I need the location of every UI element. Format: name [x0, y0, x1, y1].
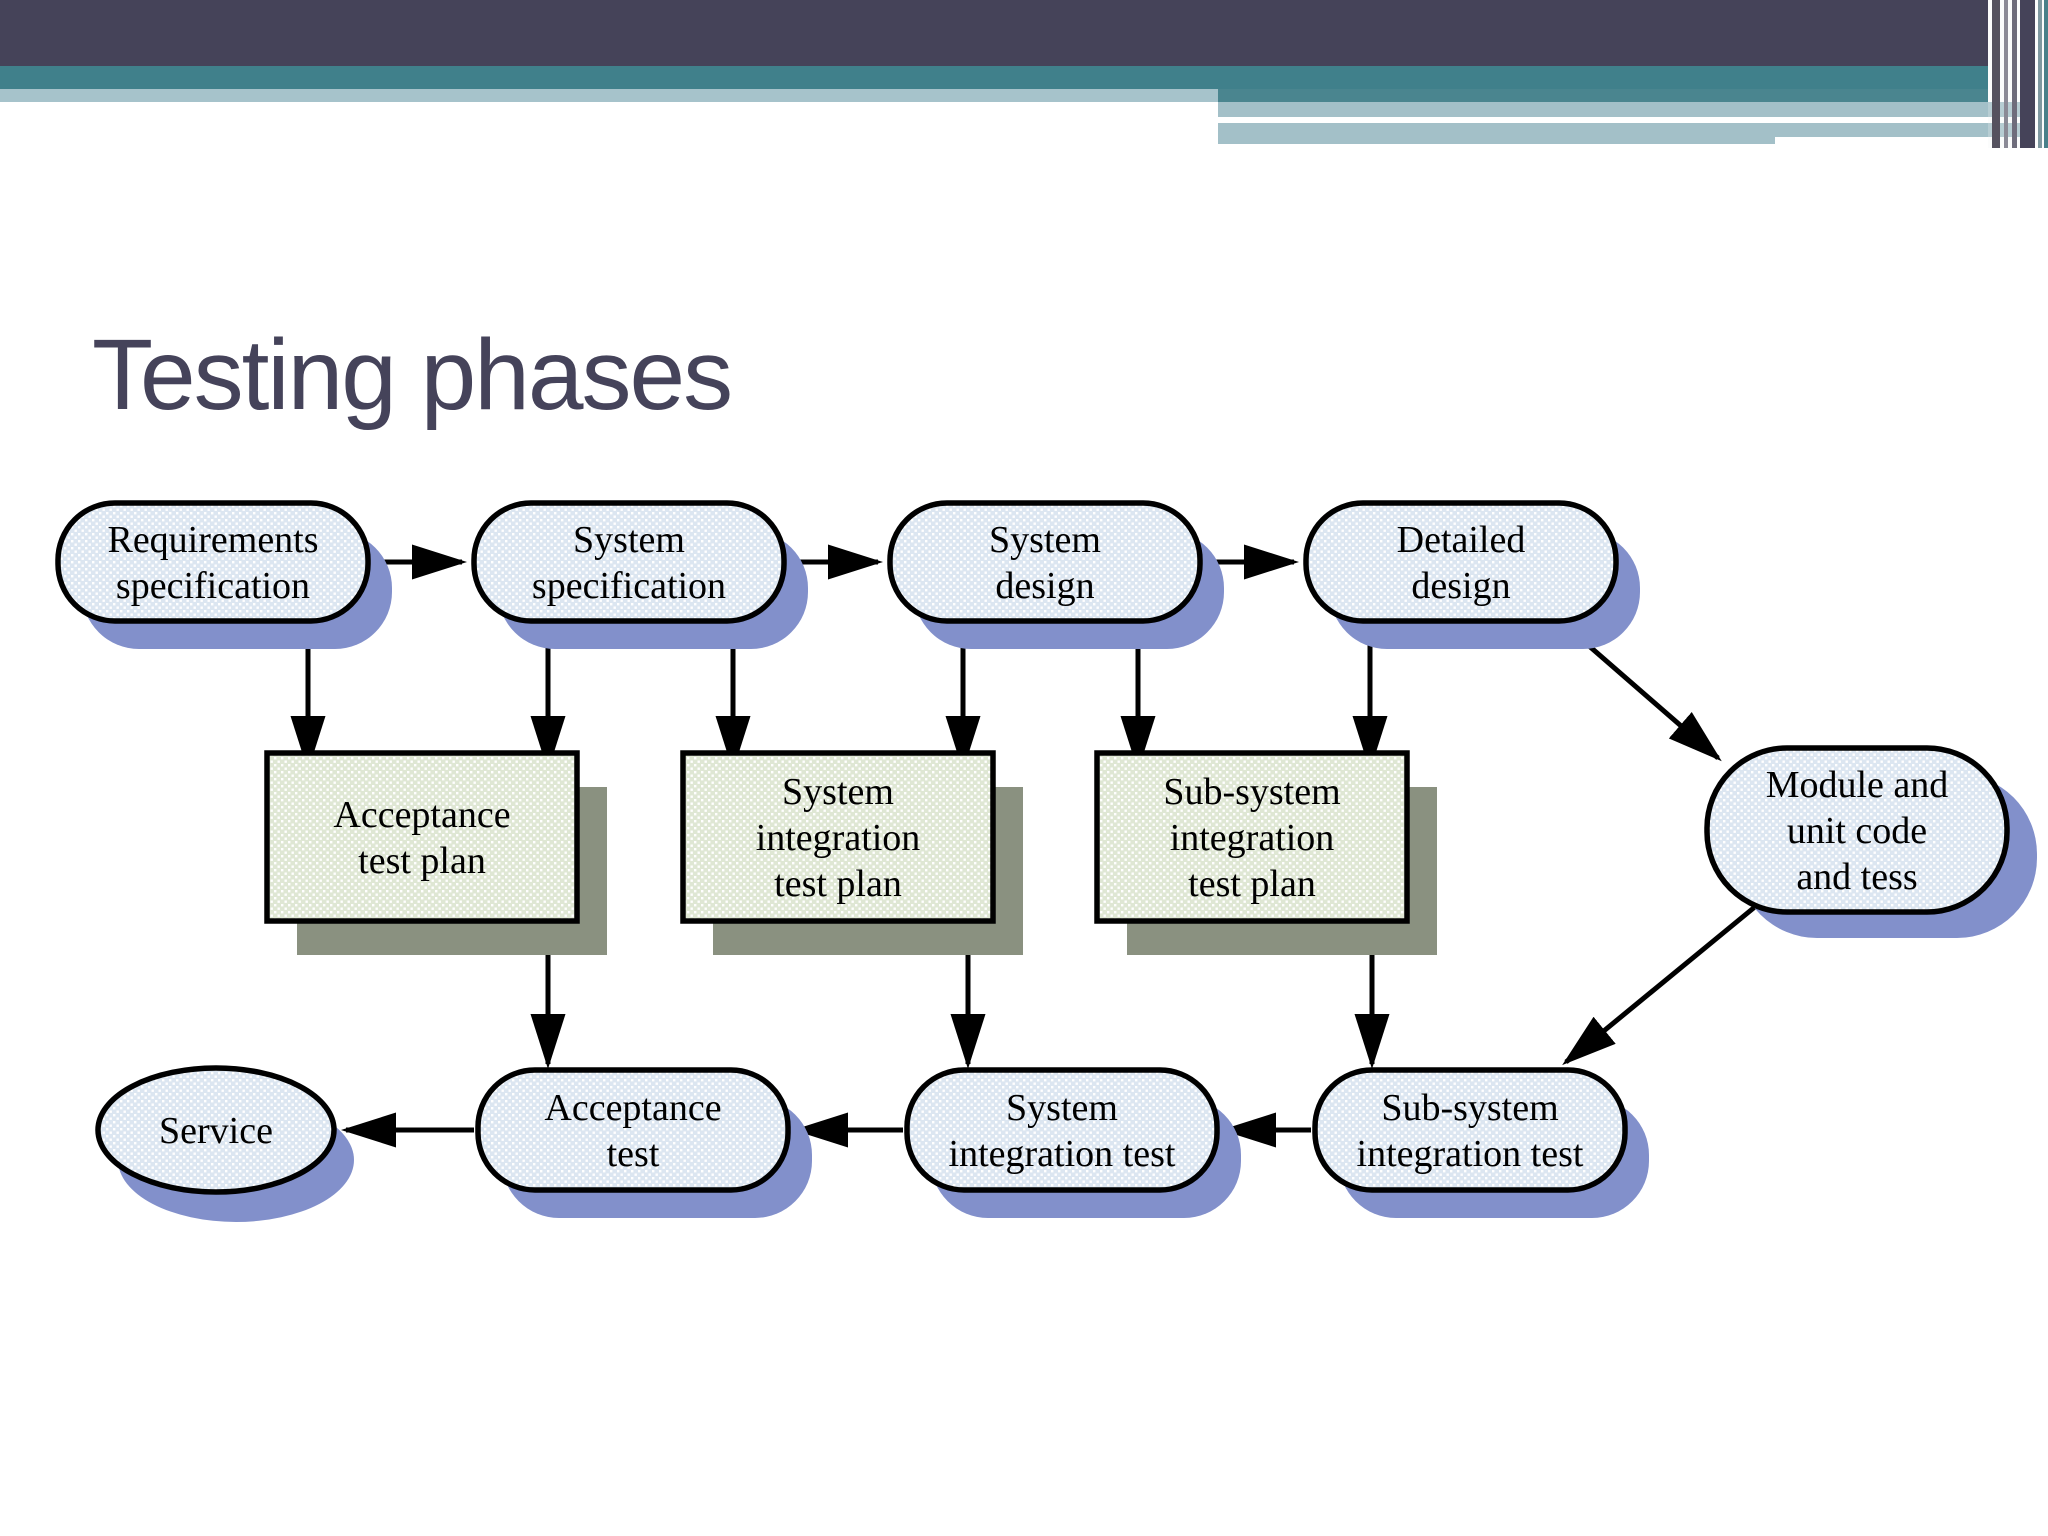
svg-text:test plan: test plan — [774, 863, 902, 905]
svg-text:test plan: test plan — [1188, 863, 1316, 905]
svg-text:integration test: integration test — [1357, 1133, 1584, 1175]
svg-text:Detailed: Detailed — [1397, 519, 1526, 561]
pinstripe — [2012, 0, 2017, 148]
header-teal-bar — [0, 66, 2048, 89]
header-dark-bar — [0, 0, 1988, 66]
node-subsystem-integration-test-plan: Sub-system integration test plan — [1094, 750, 1437, 955]
svg-text:and tess: and tess — [1796, 856, 1917, 898]
svg-text:Requirements: Requirements — [107, 519, 318, 561]
svg-text:design: design — [1411, 565, 1510, 607]
svg-text:test plan: test plan — [358, 840, 486, 882]
edge-module-subinttest — [1562, 904, 1758, 1066]
pinstripe — [2020, 0, 2035, 148]
pinstripe — [2004, 0, 2008, 148]
node-requirements-specification: Requirements specification — [55, 500, 392, 649]
svg-text:System: System — [989, 519, 1101, 561]
svg-text:Module and: Module and — [1766, 764, 1949, 806]
svg-text:System: System — [1006, 1087, 1118, 1129]
pinstripe — [2044, 0, 2048, 148]
node-system-integration-test-plan: System integration test plan — [680, 750, 1023, 955]
svg-text:test: test — [607, 1133, 660, 1175]
node-acceptance-test: Acceptance test — [475, 1067, 812, 1218]
svg-text:integration: integration — [1170, 817, 1335, 859]
svg-text:System: System — [782, 771, 894, 813]
node-service: Service — [95, 1065, 354, 1222]
header-staircase-band-3 — [1218, 137, 1775, 144]
svg-text:specification: specification — [532, 565, 726, 607]
svg-text:Sub-system: Sub-system — [1381, 1087, 1558, 1129]
header-pinstripes — [1988, 0, 2048, 148]
node-system-integration-test: System integration test — [904, 1067, 1241, 1218]
pinstripe — [1992, 0, 2000, 148]
node-acceptance-test-plan: Acceptance test plan — [264, 750, 607, 955]
node-module-unit-code: Module and unit code and tess — [1704, 745, 2037, 938]
svg-text:Sub-system: Sub-system — [1163, 771, 1340, 813]
header-staircase-band-2 — [1218, 123, 2022, 137]
svg-text:Acceptance: Acceptance — [544, 1087, 721, 1129]
svg-text:Service: Service — [159, 1110, 273, 1152]
pinstripe — [2038, 0, 2042, 148]
node-subsystem-integration-test: Sub-system integration test — [1312, 1067, 1649, 1218]
header-staircase-gap — [1218, 117, 1915, 123]
svg-text:integration: integration — [756, 817, 921, 859]
svg-text:System: System — [573, 519, 685, 561]
header-teal-extension — [1218, 89, 1988, 102]
page-title: Testing phases — [92, 319, 733, 431]
header-light-band — [0, 89, 1218, 102]
node-detailed-design: Detailed design — [1303, 500, 1640, 649]
svg-text:unit code: unit code — [1787, 810, 1927, 852]
header-staircase-band-1 — [1218, 102, 2022, 117]
svg-text:integration test: integration test — [949, 1133, 1176, 1175]
node-system-specification: System specification — [471, 500, 808, 649]
svg-text:specification: specification — [116, 565, 310, 607]
node-system-design: System design — [887, 500, 1224, 649]
svg-text:design: design — [995, 565, 1094, 607]
svg-text:Acceptance: Acceptance — [333, 794, 510, 836]
